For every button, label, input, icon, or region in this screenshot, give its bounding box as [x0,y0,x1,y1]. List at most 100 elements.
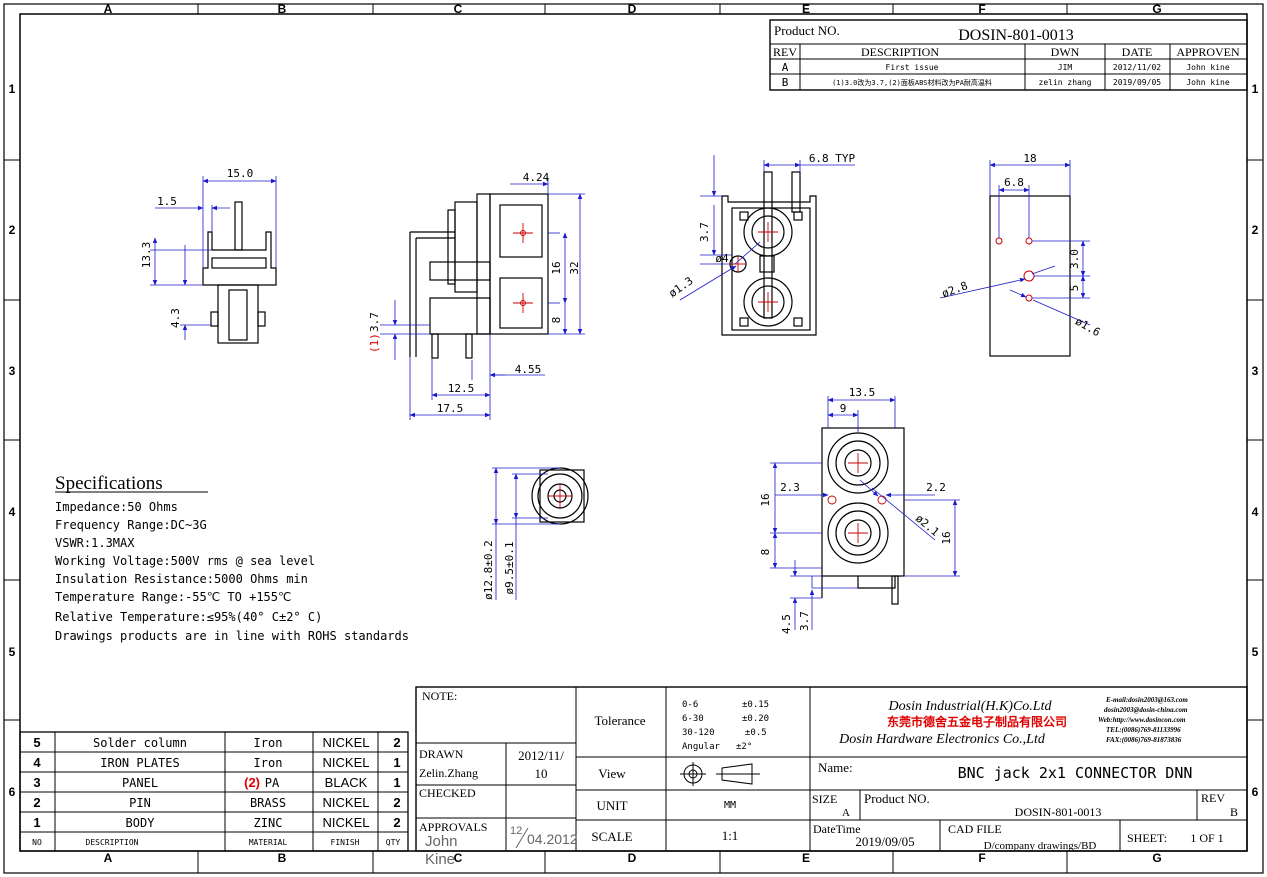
tolerance-label: Tolerance [594,713,645,728]
svg-text:IRON PLATES: IRON PLATES [100,756,179,770]
sheet-label: SHEET: [1127,831,1167,845]
bom-header-finish: FINISH [331,838,360,847]
zone-row-2: 2 [9,223,16,237]
zone-col-e-bottom: E [802,851,810,865]
bom-header-material: MATERIAL [249,838,288,847]
dim-back-typ: 6.8 TYP [809,152,856,165]
rev-header-approven: APPROVEN [1176,45,1240,59]
view-label: View [598,766,626,781]
tolerance-value: ±0.5 [745,728,767,738]
spec-line: Drawings products are in line with ROHS … [55,629,409,643]
company-en-1: Dosin Industrial(H.K)Co.Ltd [888,699,1053,714]
rear-view: 18 6.8 3.0 5 ø2.8 ø1.6 [939,152,1102,357]
tolerance-value: ±0.20 [742,714,769,724]
front-view: ø12.8±0.2 ø9.5±0.1 [482,467,589,600]
dim-front-w2: 9 [840,402,847,415]
product-no-label: Product NO. [864,791,930,806]
datetime-value: 2019/09/05 [855,834,914,849]
svg-text:3: 3 [33,775,40,790]
zone-row-6: 6 [9,785,16,799]
scale-label: SCALE [591,829,632,844]
dim-side2-w2: 12.5 [448,382,475,395]
tolerance-range: Angular [682,742,721,752]
contact-email-2: dosin2003@dosin-china.com [1104,706,1188,714]
zone-columns: A B C D E F G A B C D E F G [104,2,1162,873]
rev-header-dwn: DWN [1051,45,1080,59]
dim-front-h3: 16 [940,531,953,544]
rev-b-approven: John kine [1186,78,1230,87]
dim-front-b2: 3.7 [798,611,811,631]
zone-col-a: A [104,2,113,16]
rev-a-dwn: JIM [1058,63,1073,72]
product-no: DOSIN-801-0013 [1015,805,1102,819]
bom-header-no: NO [32,838,42,847]
dim-side1-offset: 1.5 [157,195,177,208]
zone-rows: 1 2 3 4 5 6 1 2 3 4 5 6 [4,82,1263,799]
drawn-date-1: 2012/11/ [518,748,564,763]
zone-col-d: D [628,2,637,16]
rev-header-description: DESCRIPTION [861,45,939,59]
zone-row-1-right: 1 [1252,82,1259,96]
spec-line: Frequency Range:DC~3G [55,518,207,532]
specifications: Specifications Impedance:50 Ohms Frequen… [55,473,409,643]
revision-block: Product NO. DOSIN-801-0013 REV DESCRIPTI… [769,19,1248,91]
rev-label: REV [1201,791,1225,805]
contact-fax: FAX:(0086)769-81873836 [1106,736,1182,744]
dim-side2-h3: 8 [550,317,563,324]
dim-front-w1: 13.5 [849,386,876,399]
dim-back-d1: ø4 [715,252,729,265]
drawn-name: Zelin.Zhang [419,766,478,780]
rev-b-rev: B [782,76,789,89]
rev-mark-1: (1) [368,333,381,353]
svg-text:BRASS: BRASS [250,796,286,810]
svg-text:2: 2 [393,815,400,830]
svg-text:NICKEL: NICKEL [323,735,370,750]
unit-label: UNIT [596,798,627,813]
bom-header-qty: QTY [386,838,401,847]
back-view: 6.8 TYP 3.7 ø4 ø1.3 [666,152,856,336]
svg-text:2: 2 [33,795,40,810]
revision-product-label: Product NO. [774,23,840,38]
rev-a-date: 2012/11/02 [1113,63,1161,72]
zone-row-4-right: 4 [1252,505,1259,519]
dim-front-h1: 16 [759,493,772,506]
size-value: A [842,807,850,819]
dim-rear-width: 18 [1023,152,1036,165]
title-block: NOTE: DRAWN Zelin.Zhang 2012/11/ 10 CHEC… [415,686,1248,868]
rev-header-date: DATE [1122,45,1153,59]
spec-line: Insulation Resistance:5000 Ohms min [55,572,308,586]
spec-line: Impedance:50 Ohms [55,500,178,514]
svg-text:NICKEL: NICKEL [323,755,370,770]
zone-col-c: C [454,2,463,16]
dim-side2-w3: 17.5 [437,402,464,415]
dim-side2-h1: 16 [550,261,563,274]
tolerance-range: 30-120 [682,728,715,738]
svg-text:PANEL: PANEL [122,776,158,790]
bom-row: 4 IRON PLATES Iron NICKEL 1 [33,755,400,770]
front-twin-view: 13.5 9 2.3 2.2 ø2.1 16 8 16 4.5 3.7 [759,386,960,634]
projection-symbol-icon [680,762,760,786]
dim-side2-top: 4.24 [523,171,550,184]
svg-text:5: 5 [33,735,40,750]
dim-back-d2: ø1.3 [666,274,695,300]
svg-text:Iron: Iron [254,756,283,770]
dim-rear-d1: ø2.8 [940,279,969,300]
dim-front-right: 2.2 [926,481,946,494]
svg-text:PIN: PIN [129,796,151,810]
tolerance-range: 0-6 [682,700,698,710]
zone-col-f-bottom: F [978,851,985,865]
unit-value: MM [724,800,736,811]
cad-file-path: D/company drawings/BD [984,840,1097,852]
dim-side1-width: 15.0 [227,167,254,180]
dim-side2-w1: 4.55 [515,363,542,376]
name-label: Name: [818,760,853,775]
svg-text:1: 1 [393,755,400,770]
contact-email: E-mail:dosin2003@163.com [1105,696,1188,704]
svg-text:1: 1 [393,775,400,790]
bom-table: NO DESCRIPTION MATERIAL FINISH QTY 5 Sol… [19,731,409,852]
svg-text:NICKEL: NICKEL [323,815,370,830]
dim-side2-h2: 32 [568,261,581,274]
rev-value: B [1230,805,1238,819]
tolerance-value: ±0.15 [742,700,769,710]
